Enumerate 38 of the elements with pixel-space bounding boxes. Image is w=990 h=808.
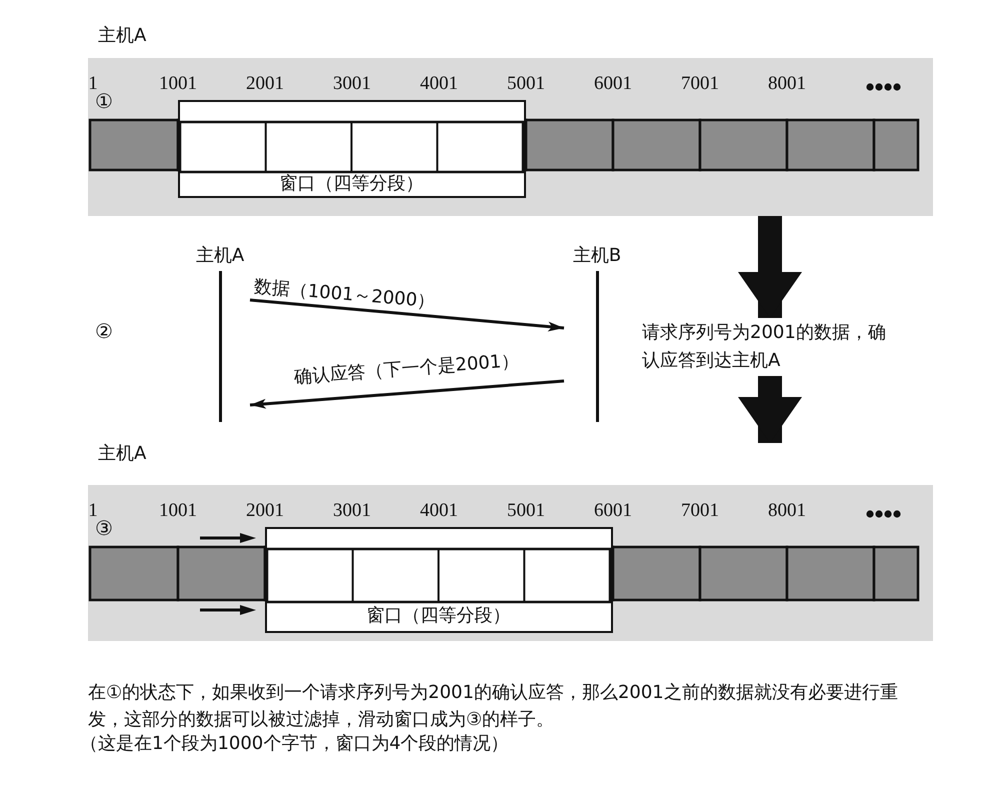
block-arrow <box>738 376 802 443</box>
sequence-number: 7001 <box>681 500 719 522</box>
sequence-number: 7001 <box>681 73 719 95</box>
caption-text: 在①的状态下，如果收到一个请求序列号为2001的确认应答，那么2001之前的数据就没有必要进行重发，这部分的数据可以被过滤掉，滑动窗口成为③的样子。 <box>88 681 899 732</box>
note-text: （这是在1个段为1000个字节，窗口为4个段的情况） <box>80 733 509 755</box>
message-arrow <box>250 380 564 409</box>
message-arrow <box>250 298 564 332</box>
sequence-number: 2001 <box>246 500 284 522</box>
step-number: ① <box>95 90 113 112</box>
window-label: 窗口（四等分段） <box>278 172 424 194</box>
sequence-number: 8001 <box>768 73 806 95</box>
sequence-number: 1 <box>88 500 98 521</box>
sequence-number: 3001 <box>333 73 371 95</box>
block-arrow <box>738 216 802 318</box>
sliding-window <box>178 100 526 198</box>
host-label: 主机A <box>98 25 146 47</box>
sequence-number: 4001 <box>420 500 458 522</box>
buffer-panel <box>88 25 933 216</box>
host-label: 主机A <box>98 443 146 465</box>
sequence-number: 1001 <box>159 500 197 522</box>
sequence-number: 6001 <box>594 500 632 522</box>
sequence-number: 1 <box>88 73 98 94</box>
state-note: 请求序列号为2001的数据，确认应答到达主机A <box>640 318 902 376</box>
sequence-number: 2001 <box>246 73 284 95</box>
window-label: 窗口（四等分段） <box>366 605 512 627</box>
sequence-number: 1001 <box>159 73 197 95</box>
step-number: ③ <box>95 517 113 539</box>
sequence-number: 4001 <box>420 73 458 95</box>
sliding-window <box>265 527 613 633</box>
sequence-number: 8001 <box>768 500 806 522</box>
sequence-number: 3001 <box>333 500 371 522</box>
host-label: 主机B <box>572 245 622 267</box>
step-number: ② <box>95 320 113 342</box>
sequence-number: 5001 <box>507 500 545 522</box>
sequence-number: 5001 <box>507 73 545 95</box>
host-label: 主机A <box>194 245 246 267</box>
sequence-number: 6001 <box>594 73 632 95</box>
buffer-panel <box>88 443 933 641</box>
